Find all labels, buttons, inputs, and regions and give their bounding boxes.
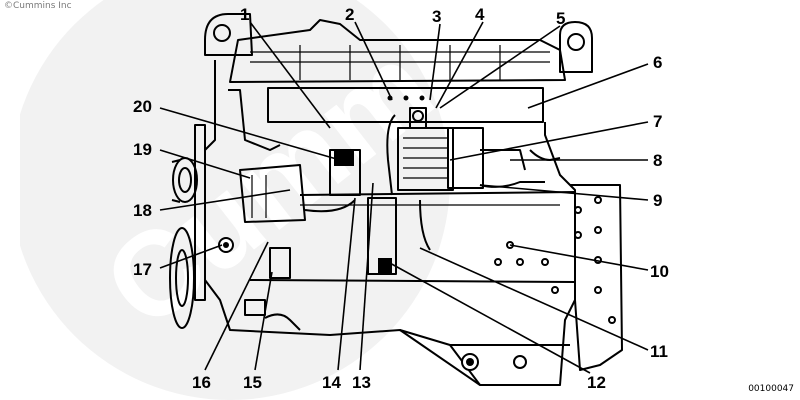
callout-10: 10 bbox=[650, 262, 669, 281]
callout-2: 2 bbox=[345, 5, 354, 24]
copyright-text: ©Cummins Inc bbox=[4, 1, 72, 11]
callout-8: 8 bbox=[653, 151, 662, 170]
callout-20: 20 bbox=[133, 97, 152, 116]
figure-id: 00100047 bbox=[748, 384, 794, 394]
leader-lines bbox=[159, 21, 649, 374]
callout-numbers: 1 2 3 4 5 6 7 8 9 10 11 12 13 14 15 16 1… bbox=[133, 5, 669, 392]
callout-16: 16 bbox=[192, 373, 211, 392]
callout-9: 9 bbox=[653, 191, 662, 210]
callout-5: 5 bbox=[556, 9, 565, 28]
callout-1: 1 bbox=[240, 5, 249, 24]
callout-4: 4 bbox=[475, 5, 485, 24]
callout-18: 18 bbox=[133, 201, 152, 220]
watermark-logo: Cummins bbox=[20, 0, 540, 400]
callout-19: 19 bbox=[133, 140, 152, 159]
callout-7: 7 bbox=[653, 112, 662, 131]
callout-11: 11 bbox=[650, 342, 668, 361]
callout-12: 12 bbox=[587, 373, 606, 392]
callout-6: 6 bbox=[653, 53, 662, 72]
callout-3: 3 bbox=[432, 7, 441, 26]
callout-13: 13 bbox=[352, 373, 371, 392]
callout-15: 15 bbox=[243, 373, 262, 392]
callout-17: 17 bbox=[133, 260, 152, 279]
callout-14: 14 bbox=[322, 373, 341, 392]
